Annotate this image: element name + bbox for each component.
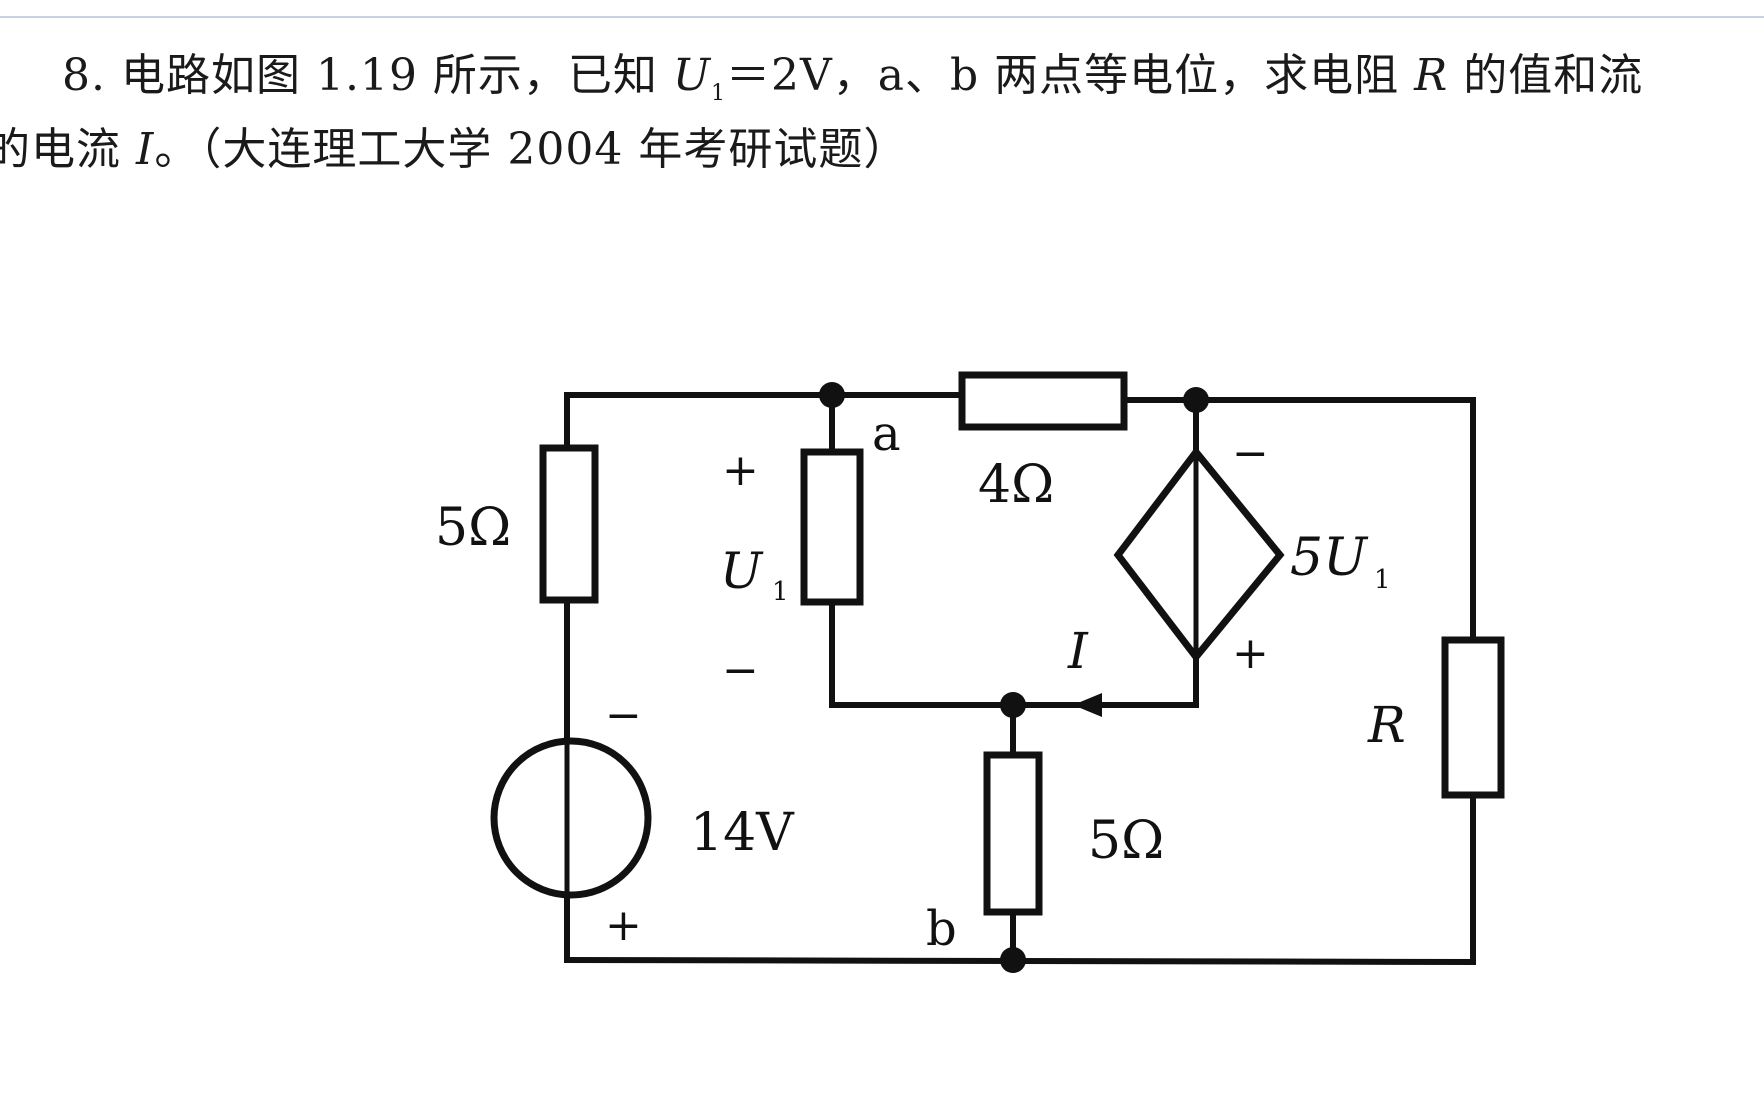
problem-statement: 8. 电路如图 1.19 所示，已知 U1＝2V，a、b 两点等电位，求电阻 R… bbox=[0, 38, 1764, 198]
problem-text-1: 电路如图 1.19 所示，已知 bbox=[120, 50, 673, 101]
voltage-source-14v bbox=[490, 737, 652, 899]
resistor-bottom-5ohm bbox=[983, 751, 1043, 916]
problem-line-2: 的电流 I。（大连理工大学 2004 年考研试题） bbox=[0, 112, 908, 188]
label-dep-source-main: 5U bbox=[1290, 528, 1369, 588]
label-bottom-5ohm: 5Ω bbox=[1088, 811, 1164, 871]
problem-text-3: 的值和流 bbox=[1448, 50, 1644, 101]
resistor-left-5ohm bbox=[539, 444, 599, 604]
junction-node-a bbox=[819, 382, 845, 408]
label-u1-main: U bbox=[720, 542, 764, 600]
label-dep-source-sub: 1 bbox=[1374, 565, 1391, 595]
label-u1-sub: 1 bbox=[772, 577, 789, 607]
label-top-4ohm: 4Ω bbox=[978, 455, 1054, 515]
label-left-5ohm: 5Ω bbox=[435, 498, 511, 558]
sign-u1-plus: + bbox=[722, 445, 759, 496]
top-rule bbox=[0, 16, 1764, 18]
sign-source-plus: + bbox=[605, 900, 642, 951]
u1-symbol: U bbox=[672, 50, 712, 101]
label-dep-source-5u: 5U bbox=[1290, 528, 1369, 588]
sign-u1-minus: − bbox=[722, 645, 759, 696]
problem-text-4: 的电流 bbox=[0, 124, 136, 175]
label-resistor-r: R bbox=[1367, 696, 1406, 754]
resistor-u1 bbox=[800, 448, 864, 606]
sign-dep-plus: + bbox=[1232, 628, 1269, 679]
dependent-source-diamond bbox=[1113, 446, 1285, 663]
label-current-i: I bbox=[1067, 622, 1089, 680]
r-symbol: R bbox=[1414, 50, 1449, 101]
resistor-r bbox=[1441, 636, 1505, 799]
problem-line-1: 8. 电路如图 1.19 所示，已知 U1＝2V，a、b 两点等电位，求电阻 R… bbox=[62, 38, 1643, 132]
sign-source-minus: − bbox=[605, 690, 642, 741]
label-node-b: b bbox=[926, 901, 957, 957]
problem-text-5: 。（大连理工大学 2004 年考研试题） bbox=[154, 124, 909, 175]
u1-subscript: 1 bbox=[711, 80, 727, 106]
label-source-14v: 14V bbox=[690, 803, 795, 863]
problem-text-2: ＝2V，a、b 两点等电位，求电阻 bbox=[726, 50, 1415, 101]
junction-node-b bbox=[1000, 947, 1026, 973]
junction-top-right bbox=[1183, 387, 1209, 413]
junction-middle bbox=[1000, 692, 1026, 718]
problem-number: 8. bbox=[62, 50, 106, 101]
i-symbol: I bbox=[136, 124, 155, 175]
label-node-a: a bbox=[872, 406, 901, 462]
current-arrow bbox=[1073, 693, 1102, 717]
sign-dep-minus: − bbox=[1232, 428, 1269, 479]
resistor-4ohm bbox=[958, 371, 1128, 431]
